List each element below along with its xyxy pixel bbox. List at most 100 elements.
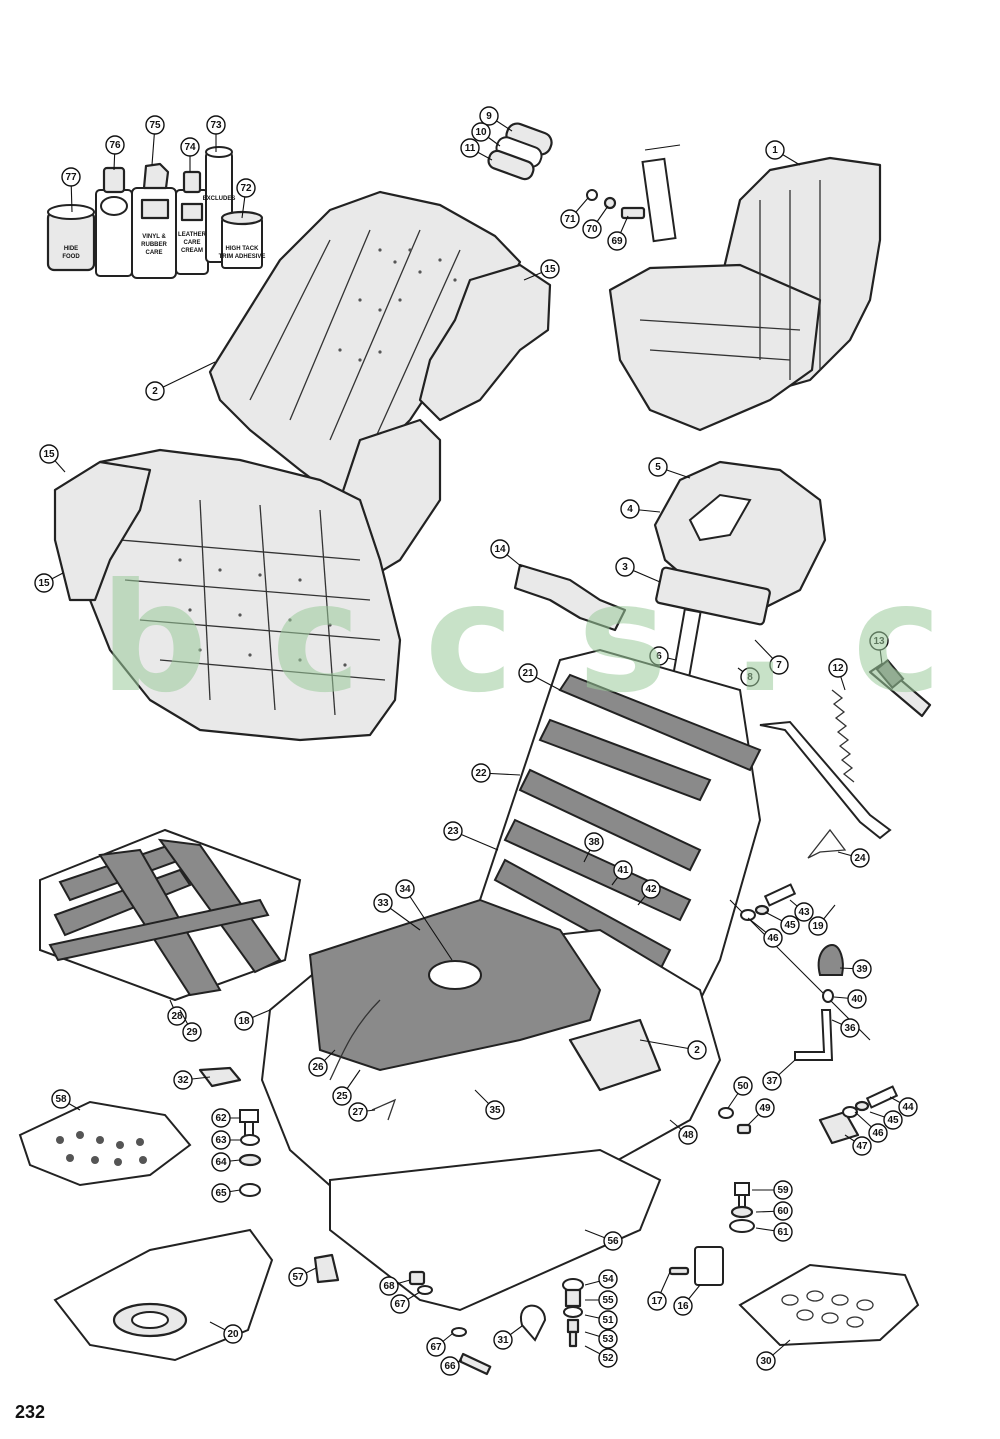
callout-56: 56 (584, 1229, 623, 1251)
callout-circle (773, 1180, 793, 1200)
callout-circle (211, 1152, 231, 1172)
callout-43: 43 (789, 899, 814, 922)
callout-51: 51 (584, 1310, 618, 1330)
callout-number: 19 (812, 921, 824, 932)
callout-number: 66 (444, 1361, 456, 1372)
callout-number: 15 (544, 264, 556, 275)
callout-64: 64 (211, 1152, 241, 1172)
callout-36: 36 (831, 1018, 860, 1038)
callout-number: 6 (656, 651, 662, 662)
callout-circle (763, 928, 783, 948)
seat-base-frame (260, 898, 722, 1312)
rubber-foot (313, 1253, 340, 1284)
callout-number: 26 (312, 1062, 324, 1073)
callout-number: 10 (475, 127, 487, 138)
callout-circle (379, 1276, 399, 1296)
callout-22: 22 (471, 763, 521, 783)
callout-11: 11 (460, 138, 493, 161)
callout-circle (756, 1351, 776, 1371)
callout-number: 38 (588, 837, 600, 848)
callout-number: 20 (227, 1329, 239, 1340)
callout-number: 21 (522, 668, 534, 679)
callout-circle (847, 989, 867, 1009)
callout-2: 2 (639, 1039, 707, 1060)
callout-circle (780, 915, 800, 935)
callout-number: 28 (171, 1011, 183, 1022)
callout-number: 44 (902, 1102, 914, 1113)
callout-circle (211, 1108, 231, 1128)
callout-number: 65 (215, 1188, 227, 1199)
callout-circle (145, 381, 165, 401)
spray-can: EXCLUDES (203, 146, 235, 263)
leather-care-cream-bottle: LEATHER CARE CREAM (175, 170, 209, 275)
seat-diaphragm (39, 828, 302, 1002)
callout-number: 53 (602, 1334, 614, 1345)
leather-cleaner-bottle (95, 166, 133, 277)
callout-6: 6 (649, 646, 677, 666)
callout-number: 36 (844, 1023, 856, 1034)
callout-number: 58 (55, 1094, 67, 1105)
callout-54: 54 (584, 1269, 618, 1289)
back-strap-3 (518, 768, 702, 872)
seat-cushion-cover (53, 448, 402, 742)
leather-label-line3: CREAM (181, 248, 203, 254)
callout-number: 16 (677, 1301, 689, 1312)
callout-46: 46 (747, 917, 783, 948)
callout-number: 67 (430, 1342, 442, 1353)
callout-number: 32 (177, 1075, 189, 1086)
callout-66: 66 (440, 1356, 463, 1376)
callout-circle (145, 115, 165, 135)
callout-number: 31 (497, 1335, 509, 1346)
callout-circle (490, 539, 510, 559)
bracket-hardware-right (740, 883, 899, 1145)
callout-circle (34, 573, 54, 593)
callout-40: 40 (833, 989, 867, 1009)
trim-adhesive-tin: HIGH TACK TRIM ADHESIVE (219, 210, 265, 269)
seat-backrest-bolster (418, 263, 552, 422)
callout-65: 65 (211, 1183, 241, 1203)
callout-circle (598, 1290, 618, 1310)
callout-circle (613, 860, 633, 880)
complete-seat-small (608, 144, 882, 432)
callout-circle (390, 1294, 410, 1314)
fixings-bag-58 (18, 1100, 192, 1187)
callout-circle (615, 557, 635, 577)
callout-circle (828, 658, 848, 678)
callout-number: 74 (184, 142, 196, 153)
callout-number: 50 (737, 1081, 749, 1092)
callout-69: 69 (607, 215, 629, 251)
callout-39: 39 (839, 959, 872, 979)
callout-circle (755, 1098, 775, 1118)
recline-knob (794, 943, 844, 1061)
clip-27 (371, 1098, 397, 1121)
callout-13: 13 (869, 631, 889, 665)
callout-number: 4 (627, 504, 633, 515)
callout-number: 52 (602, 1353, 614, 1364)
callout-59: 59 (752, 1180, 793, 1200)
callout-number: 57 (292, 1272, 304, 1283)
callout-number: 24 (854, 853, 866, 864)
callout-number: 1 (772, 145, 778, 156)
callout-number: 2 (152, 386, 158, 397)
tape-strip (513, 563, 627, 632)
callout-10: 10 (471, 122, 501, 147)
callout-number: 42 (645, 884, 657, 895)
callout-number: 11 (465, 143, 476, 154)
callout-circle (678, 1125, 698, 1145)
adhesive-label-line1: HIGH TACK (226, 246, 260, 252)
vinyl-label-line3: CARE (145, 250, 162, 256)
callout-3: 3 (615, 557, 661, 583)
callout-21: 21 (518, 663, 561, 691)
callout-circle (840, 1018, 860, 1038)
callout-number: 55 (602, 1295, 614, 1306)
callout-7: 7 (754, 639, 789, 675)
callout-23: 23 (443, 821, 499, 851)
callout-number: 12 (832, 663, 844, 674)
callout-number: 54 (602, 1274, 614, 1285)
leather-label-line2: CARE (183, 240, 200, 246)
callout-leader-line (154, 361, 216, 392)
callout-number: 73 (210, 120, 222, 131)
callout-circle (598, 1348, 618, 1368)
callout-4: 4 (620, 499, 661, 519)
clip-32 (198, 1066, 242, 1088)
